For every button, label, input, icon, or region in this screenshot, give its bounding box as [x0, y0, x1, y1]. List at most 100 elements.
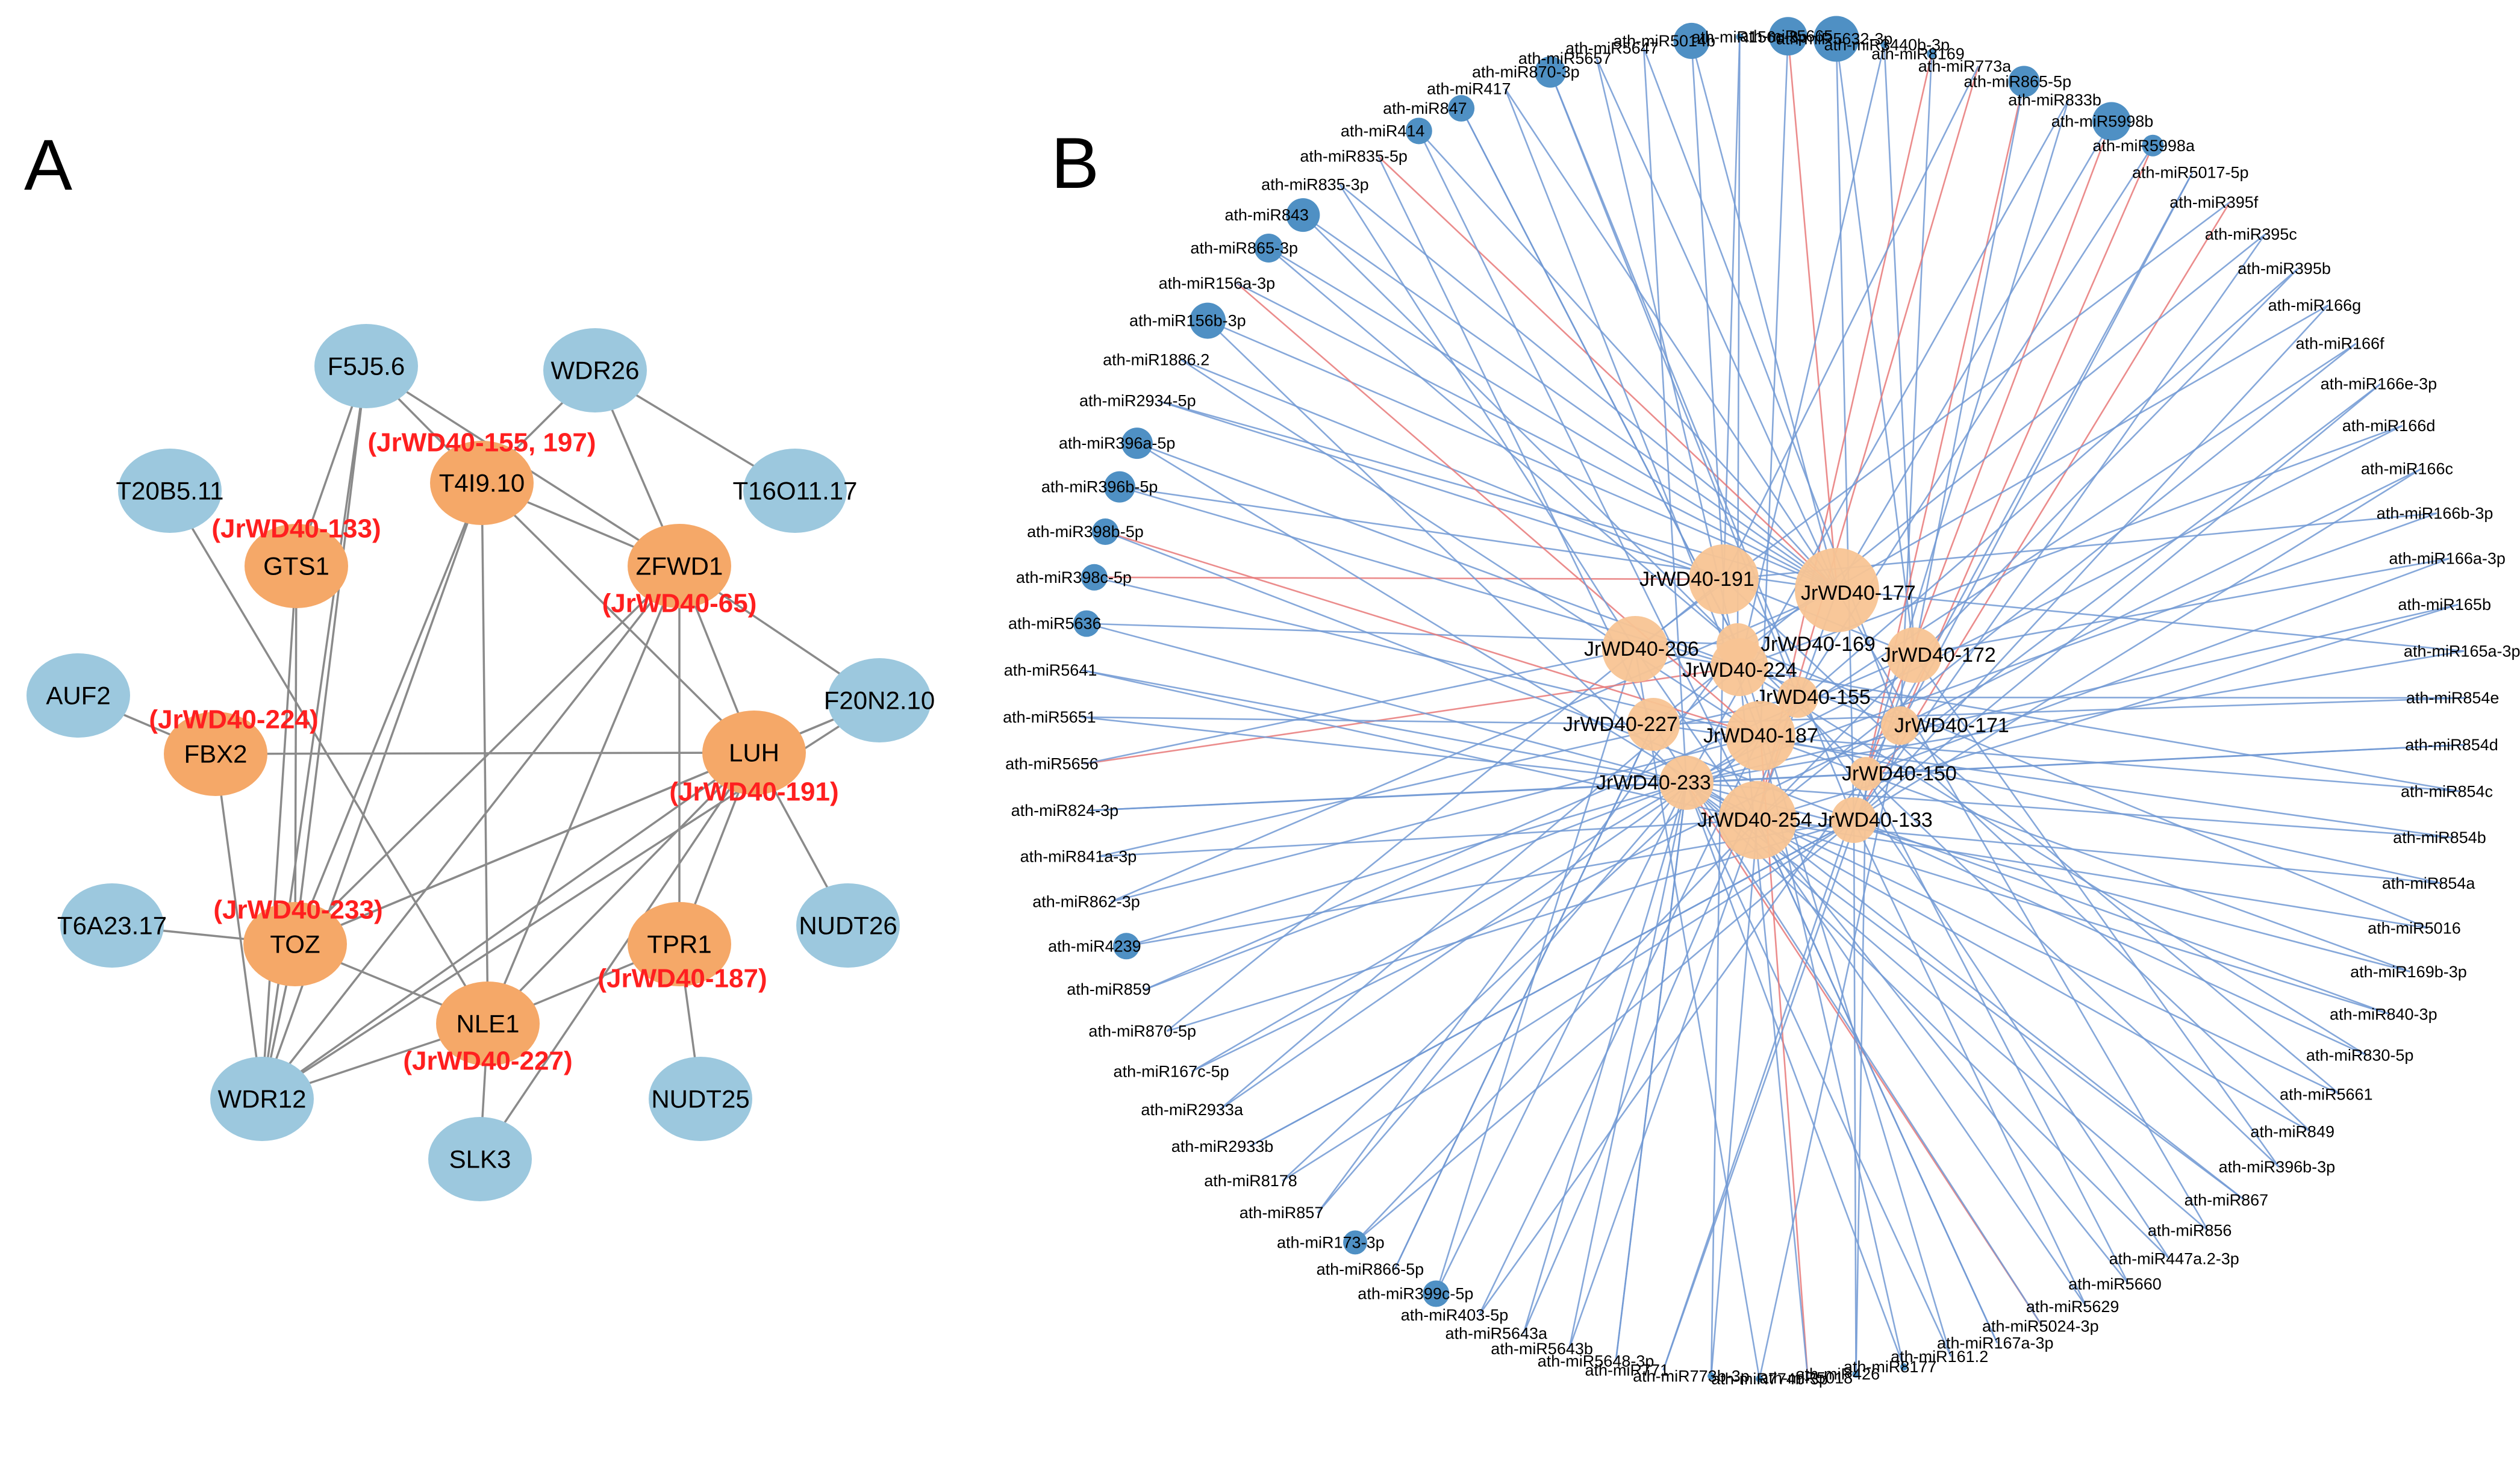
mirna-node-ath-mir398b-5p: [1092, 518, 1119, 546]
edge-ath-mir5656-jrwd40-224: [1083, 666, 1740, 765]
mirna-node-ath-mir773b-3p: [1708, 1372, 1715, 1380]
edge-ath-mir156a-3p-jrwd40-177: [1236, 282, 1838, 591]
hub-jrwd40-224-shape: [1711, 638, 1768, 696]
mirna-label-ath-mir5629: ath-miR5629: [2026, 1298, 2119, 1316]
edge-ath-mir167a-3p-jrwd40-254: [1756, 820, 1998, 1343]
mirna-node-ath-mir398c-5p: [1081, 564, 1108, 591]
node-t4i9-10: T4I9.10: [430, 441, 534, 525]
mirna-label-ath-mir395b: ath-miR395b: [2238, 260, 2331, 278]
hub-jrwd40-254-shape: [1718, 781, 1797, 859]
mirna-label-ath-mir5656: ath-miR5656: [1005, 755, 1099, 773]
node-wdr12-shape: [210, 1057, 314, 1141]
node-t20b5-11-shape: [118, 449, 222, 533]
node-label: SLK3: [449, 1145, 511, 1174]
mirna-node-ath-mir173-3p: [1343, 1230, 1368, 1255]
edge-zfwd1-nle1: [487, 565, 681, 1024]
edge-ath-mir5016-jrwd40-254: [1757, 819, 2428, 929]
edge-ath-mir167c-5p-jrwd40-171: [1191, 724, 1901, 1072]
mirna-label-ath-mir830-5p: ath-miR830-5p: [2306, 1046, 2414, 1064]
annotation-toz: (JrWD40-233): [213, 895, 382, 925]
mirna-label-ath-mir5661: ath-miR5661: [2280, 1085, 2373, 1103]
node-label: WDR12: [217, 1085, 306, 1113]
node-fbx2: FBX2: [164, 712, 267, 796]
node-label: T20B5.11: [116, 477, 223, 505]
edge-ath-mir840-3p-jrwd40-254: [1757, 819, 2391, 1015]
node-label: T6A23.17: [57, 912, 167, 940]
mirna-label-ath-mir5018: ath-miR5018: [1760, 1369, 1853, 1387]
node-slk3: SLK3: [428, 1117, 532, 1201]
edge-ath-mir396b-3p-jrwd40-150: [1865, 773, 2280, 1168]
mirna-label-ath-mir166f: ath-miR166f: [2295, 335, 2384, 353]
mirna-label-ath-mir156c-3p: ath-miR156c-3p: [1691, 28, 1807, 46]
mirna-label-ath-mir841a-3p: ath-miR841a-3p: [1020, 847, 1137, 865]
mirna-node-ath-mir843: [1286, 198, 1320, 232]
edge-ath-mir166e-3p-jrwd40-133: [1853, 383, 2381, 821]
mirna-node-ath-mir414: [1405, 117, 1432, 145]
mirna-label-ath-mir835-5p: ath-miR835-5p: [1300, 148, 1408, 166]
edge-ath-mir5636-jrwd40-233: [1086, 623, 1687, 784]
mirna-label-ath-mir854c: ath-miR854c: [2401, 782, 2493, 800]
mirna-label-ath-mir5016: ath-miR5016: [2368, 919, 2461, 937]
edge-ath-mir5665-jrwd40-177: [1787, 36, 1838, 591]
hub-jrwd40-172-shape: [1886, 627, 1942, 683]
mirna-label-ath-mir870-3p: ath-miR870-3p: [1472, 63, 1580, 81]
mirna-node-ath-mir5665: [1768, 17, 1807, 56]
mirna-node-ath-mir5998b: [2092, 102, 2131, 141]
edge-ath-mir854c-jrwd40-187: [1760, 735, 2462, 792]
mirna-node-ath-mir3440b-3p: [1880, 41, 1888, 49]
node-nudt25: NUDT25: [649, 1057, 752, 1141]
mirna-label-ath-mir417: ath-miR417: [1427, 79, 1511, 98]
node-wdr26-shape: [543, 328, 647, 412]
mirna-label-ath-mir399c-5p: ath-miR399c-5p: [1358, 1284, 1473, 1302]
hub-jrwd40-233-shape: [1659, 756, 1714, 810]
mirna-node-ath-mir5636: [1073, 610, 1100, 637]
edge-ath-mir398c-5p-jrwd40-191: [1094, 576, 1724, 580]
edge-ath-mir5629-jrwd40-133: [1853, 820, 2088, 1307]
node-gts1-shape: [245, 524, 348, 608]
node-auf2: AUF2: [27, 653, 130, 738]
mirna-label-ath-mir5017-5p: ath-miR5017-5p: [2132, 164, 2249, 182]
annotation-fbx2: (JrWD40-224): [149, 705, 318, 735]
mirna-label-ath-mir3440b-3p: ath-miR3440b-3p: [1824, 36, 1950, 54]
edge-ath-mir865-3p-jrwd40-177: [1268, 247, 1838, 591]
panel-a-annotations: (JrWD40-155, 197)(JrWD40-133)(JrWD40-65)…: [149, 428, 838, 1076]
mirna-label-ath-mir5660: ath-miR5660: [2068, 1275, 2162, 1293]
edge-ath-mir165b-jrwd40-233: [1686, 603, 2459, 784]
edge-ath-mir5657-jrwd40-177: [1595, 58, 1838, 591]
mirna-label-ath-mir857: ath-miR857: [1240, 1204, 1324, 1222]
edge-ath-mir859-jrwd40-233: [1144, 782, 1687, 991]
edge-luh-toz: [295, 751, 755, 945]
edge-fbx2-wdr12: [214, 753, 263, 1100]
edge-ath-mir161-2-jrwd40-233: [1685, 782, 1952, 1357]
hub-jrwd40-171-shape: [1881, 706, 1920, 745]
node-label: TOZ: [270, 930, 320, 959]
hub-jrwd40-171: JrWD40-171: [1881, 706, 2009, 745]
mirna-label-ath-mir870-5p: ath-miR870-5p: [1088, 1022, 1196, 1040]
hub-jrwd40-133-shape: [1831, 797, 1877, 843]
node-f5j5-6-shape: [314, 324, 418, 408]
edge-t4i9-10-luh: [481, 482, 755, 754]
mirna-label-ath-mir169b-3p: ath-miR169b-3p: [2350, 963, 2467, 981]
hub-label: JrWD40-191: [1639, 568, 1754, 591]
edge-ath-mir403-5p-jrwd40-187: [1478, 735, 1762, 1316]
hub-label: JrWD40-227: [1563, 713, 1678, 736]
mirna-label-ath-mir166b-3p: ath-miR166b-3p: [2377, 504, 2493, 522]
edge-ath-mir166d-jrwd40-233: [1686, 425, 2403, 784]
edge-ath-mir773a-jrwd40-191: [1723, 66, 1979, 580]
edge-ath-mir771-jrwd40-150: [1662, 773, 1867, 1371]
edge-ath-mir2933b-jrwd40-133: [1249, 819, 1854, 1147]
mirna-label-ath-mir833b: ath-miR833b: [2008, 91, 2101, 109]
node-t16o11-17-shape: [743, 449, 847, 533]
mirna-label-ath-mir5647: ath-miR5647: [1565, 39, 1659, 57]
node-nudt25-shape: [649, 1057, 752, 1141]
node-fbx2-shape: [164, 712, 267, 796]
mirna-label-ath-mir5024-3p: ath-miR5024-3p: [1982, 1317, 2099, 1336]
panel-b-letter: B: [1051, 123, 1099, 204]
edge-t4i9-10-toz: [294, 482, 483, 945]
annotation-zfwd1: (JrWD40-65): [602, 589, 757, 618]
mirna-label-ath-mir774b-3p: ath-miR774b-3p: [1711, 1370, 1828, 1388]
edge-ath-mir5629-jrwd40-206: [1634, 649, 2087, 1307]
edge-ath-mir414-jrwd40-177: [1418, 130, 1838, 591]
node-luh-shape: [702, 711, 806, 795]
edge-ath-mir156a-3p-jrwd40-187: [1236, 282, 1761, 736]
